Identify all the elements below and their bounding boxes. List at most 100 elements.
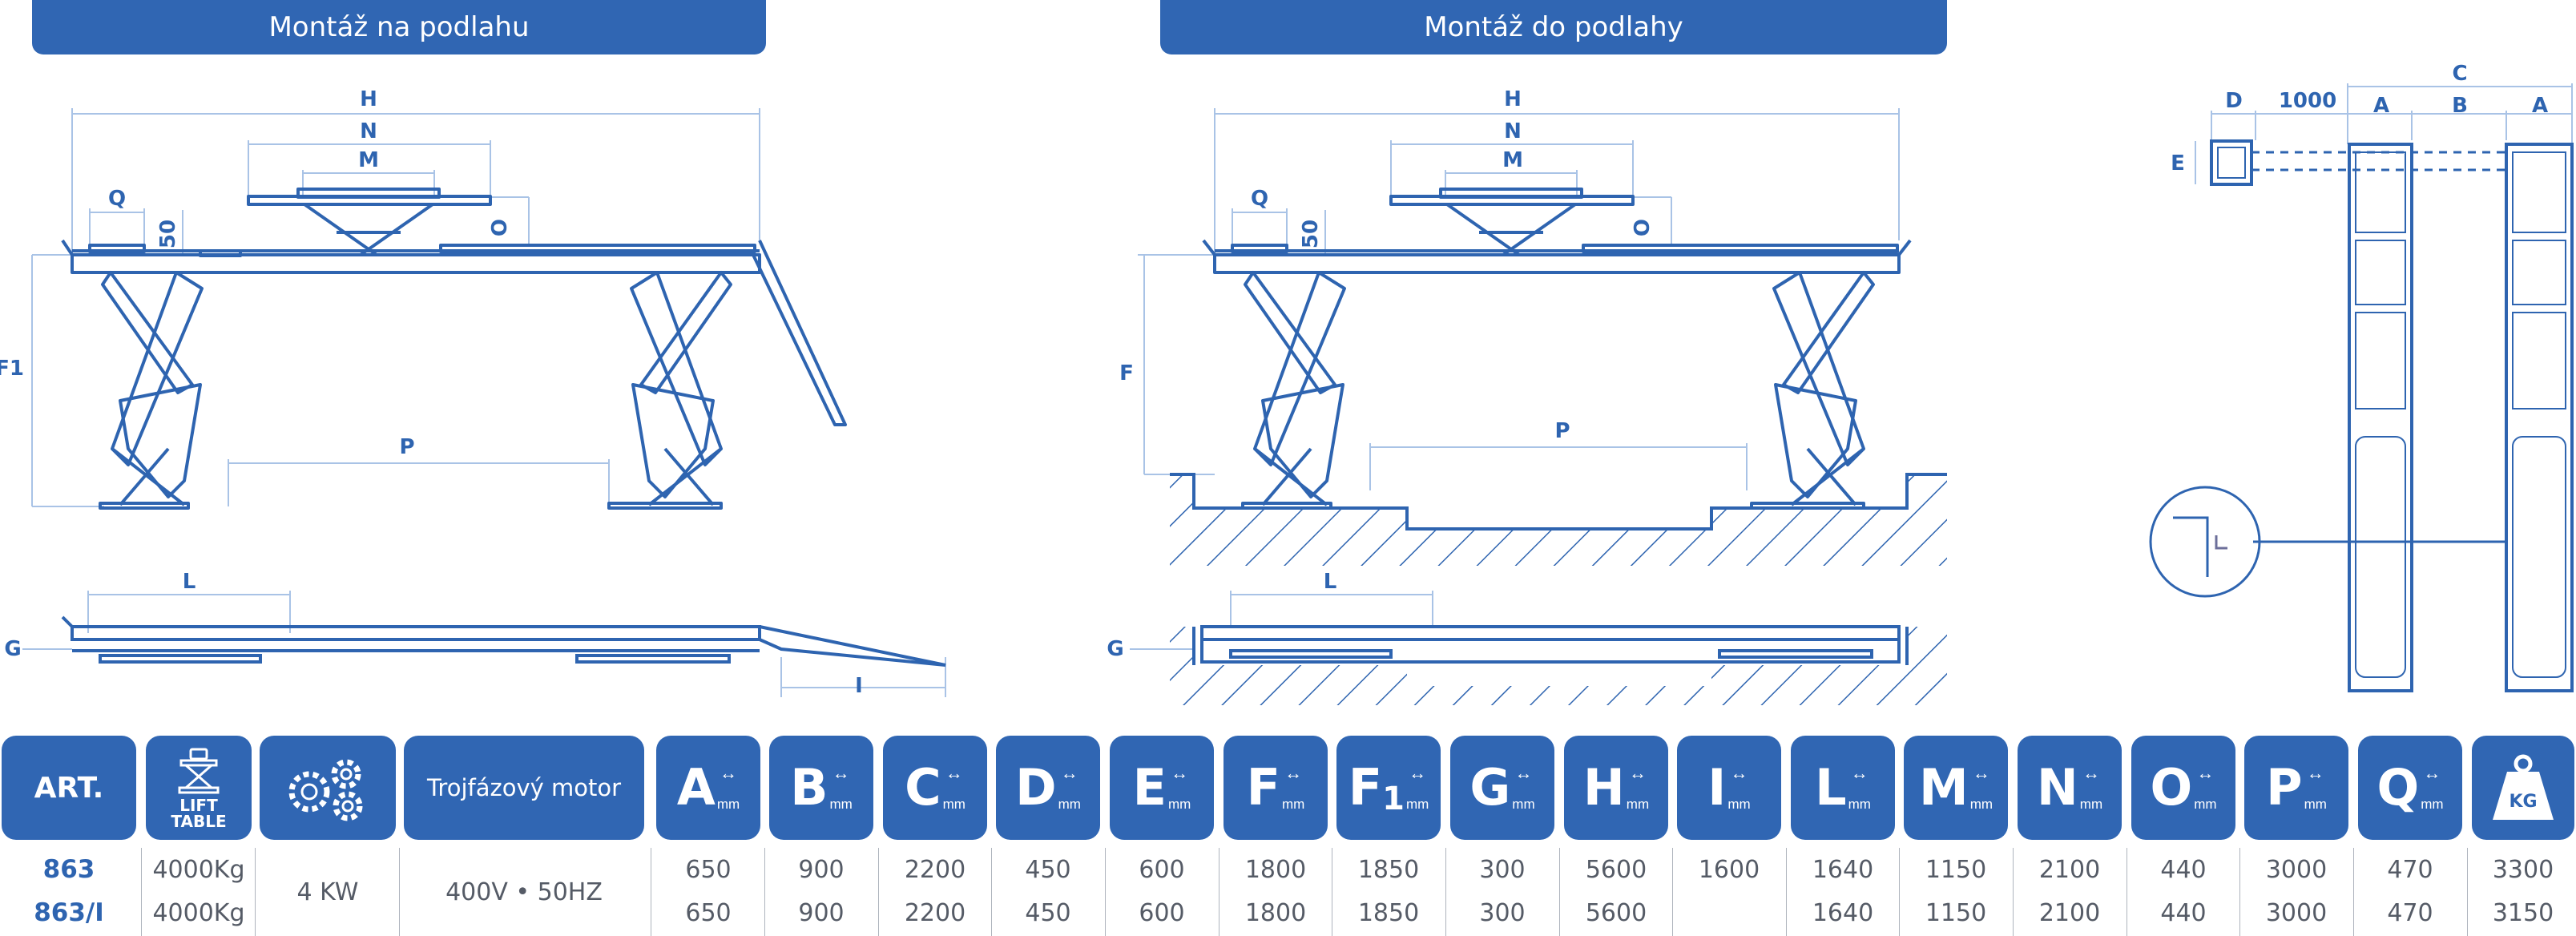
lift-text-line2: TABLE (171, 812, 227, 831)
col-header-d: D↔mm (996, 736, 1100, 840)
row2-weight: 3150 (2492, 898, 2554, 927)
row1-c: 2200 (904, 855, 966, 884)
col-header-i: I↔mm (1677, 736, 1781, 840)
dim-h-left: H (360, 87, 377, 111)
surface-side-view (31, 108, 847, 510)
flush-mount-banner: Montáž do podlahy (1160, 0, 1947, 54)
flush-side-view (1138, 108, 1912, 510)
dimension-arrow-icon: ↔ (1060, 763, 1078, 783)
col-header-f: F↔mm (1223, 736, 1328, 840)
dimension-arrow-icon: ↔ (2423, 763, 2441, 783)
row1-l: 1640 (1812, 855, 1874, 884)
col-header-p: P↔mm (2244, 736, 2348, 840)
weight-label: KG (2509, 792, 2537, 812)
col-header-a: A↔mm (656, 736, 760, 840)
row1-o: 440 (2160, 855, 2207, 884)
lift-text-line1: LIFT (179, 796, 218, 815)
row1-n: 2100 (2038, 855, 2101, 884)
flush-pit (1170, 473, 1947, 566)
row2-l: 1640 (1812, 898, 1874, 927)
dimension-arrow-icon: ↔ (1850, 763, 1869, 783)
flush-mount-title: Montáž do podlahy (1424, 11, 1683, 43)
dim-a-left: A (2373, 94, 2389, 118)
dimension-arrow-icon: ↔ (2306, 763, 2324, 783)
col-header-n: N↔mm (2018, 736, 2122, 840)
dimension-arrow-icon: ↔ (719, 763, 737, 783)
row1-art: 863 (42, 855, 95, 884)
dim-50-left: 50 (156, 220, 180, 248)
dim-f: F (1119, 361, 1134, 385)
dim-m-center: M (1502, 148, 1523, 172)
dim-g-center: G (1107, 637, 1123, 661)
dim-e: E (2171, 151, 2185, 176)
row2-a: 650 (685, 898, 732, 927)
dim-q-center: Q (1251, 187, 1268, 211)
dimension-arrow-icon: ↔ (1514, 763, 1533, 783)
row2-h: 5600 (1585, 898, 1647, 927)
motor-header: Trojfázový motor (404, 736, 644, 840)
motor-header-label: Trojfázový motor (426, 774, 622, 801)
col-header-m: M↔mm (1904, 736, 2008, 840)
row2-f1: 1850 (1357, 898, 1420, 927)
technical-drawings: H N M Q 50 O F1 P L G I H N M Q 50 O F P… (0, 62, 2574, 705)
plan-view (2149, 83, 2574, 692)
row1-g: 300 (1479, 855, 1526, 884)
dimension-arrow-icon: ↔ (1628, 763, 1647, 783)
row1-d: 450 (1025, 855, 1071, 884)
dim-l-center: L (1324, 570, 1337, 594)
row1-capacity: 4000Kg (152, 855, 245, 884)
art-header-label: ART. (34, 771, 104, 805)
row2-q: 470 (2387, 898, 2433, 927)
surface-mount-banner: Montáž na podlahu (32, 0, 766, 54)
row1-m: 1150 (1925, 855, 1987, 884)
row1-weight: 3300 (2492, 855, 2554, 884)
dim-i: I (855, 674, 863, 698)
row1-q: 470 (2387, 855, 2433, 884)
voltage-value: 400V • 50HZ (445, 878, 603, 906)
dim-b: B (2452, 94, 2468, 118)
flush-top-view (1130, 591, 1947, 705)
row2-m: 1150 (1925, 898, 1987, 927)
row2-f: 1800 (1244, 898, 1307, 927)
capacity-header: LIFT TABLE (146, 736, 252, 840)
row1-f1: 1850 (1357, 855, 1420, 884)
dimension-arrow-icon: ↔ (2196, 763, 2215, 783)
dim-p-left: P (399, 435, 414, 459)
col-header-e: E↔mm (1110, 736, 1214, 840)
row1-e: 600 (1139, 855, 1185, 884)
dim-m-left: M (358, 148, 379, 172)
row2-b: 900 (798, 898, 845, 927)
row2-c: 2200 (904, 898, 966, 927)
dim-f1: F1 (0, 357, 24, 381)
dim-o-center: O (1631, 219, 1655, 236)
row1-f: 1800 (1244, 855, 1307, 884)
row2-n: 2100 (2038, 898, 2101, 927)
row1-h: 5600 (1585, 855, 1647, 884)
dim-h-center: H (1504, 87, 1522, 111)
col-header-q: Q↔mm (2358, 736, 2462, 840)
row2-i (1677, 891, 1781, 934)
col-header-h: H↔mm (1564, 736, 1668, 840)
col-header-b: B↔mm (769, 736, 873, 840)
col-header-weight: KG (2472, 736, 2574, 840)
dimension-arrow-icon: ↔ (1972, 763, 1990, 783)
gears-icon (288, 759, 363, 821)
surface-top-view (22, 591, 946, 697)
dimension-arrow-icon: ↔ (1730, 763, 1748, 783)
dim-l-left: L (183, 570, 196, 594)
row2-g: 300 (1479, 898, 1526, 927)
weight-icon: KG (2493, 754, 2554, 820)
art-header: ART. (2, 736, 136, 840)
dim-o-left: O (488, 219, 512, 236)
dim-q-left: Q (108, 187, 126, 211)
row2-d: 450 (1025, 898, 1071, 927)
col-header-o: O↔mm (2131, 736, 2235, 840)
dimension-arrow-icon: ↔ (945, 763, 963, 783)
dim-n-left: N (360, 119, 377, 143)
row1-a: 650 (685, 855, 732, 884)
dimension-arrow-icon: ↔ (2082, 763, 2100, 783)
col-header-c: C↔mm (883, 736, 987, 840)
dimension-arrow-icon: ↔ (1284, 763, 1303, 783)
dim-g-left: G (4, 637, 21, 661)
dim-d: D (2225, 89, 2243, 113)
